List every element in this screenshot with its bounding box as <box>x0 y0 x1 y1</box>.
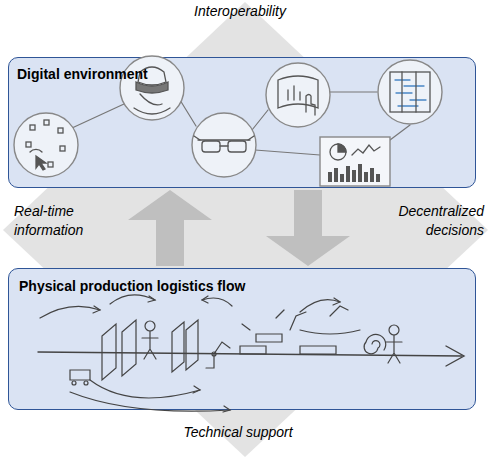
dashboard-icon <box>328 144 380 182</box>
panel-box: Physical production logistics flow <box>8 268 476 410</box>
axis-label: Interoperability <box>194 3 286 19</box>
panel-heading: Physical production logistics flow <box>19 278 245 294</box>
arrow-label: Real-time information <box>14 202 114 240</box>
icon-circles <box>14 56 442 186</box>
production-flow-sketch <box>38 295 464 412</box>
block-arrow <box>128 190 212 266</box>
block-arrow <box>266 190 350 266</box>
vr-headset-icon <box>134 67 170 114</box>
smart-glasses-icon <box>194 136 254 152</box>
panel-heading: Digital environment <box>17 66 148 82</box>
plan-board-icon <box>390 72 430 112</box>
cursor-icon <box>26 120 65 170</box>
axis-label: Technical support <box>183 424 292 440</box>
diamond-shape <box>3 2 488 457</box>
touch-display-icon <box>278 76 318 115</box>
arrow-label: Decentralized decisions <box>366 202 484 240</box>
